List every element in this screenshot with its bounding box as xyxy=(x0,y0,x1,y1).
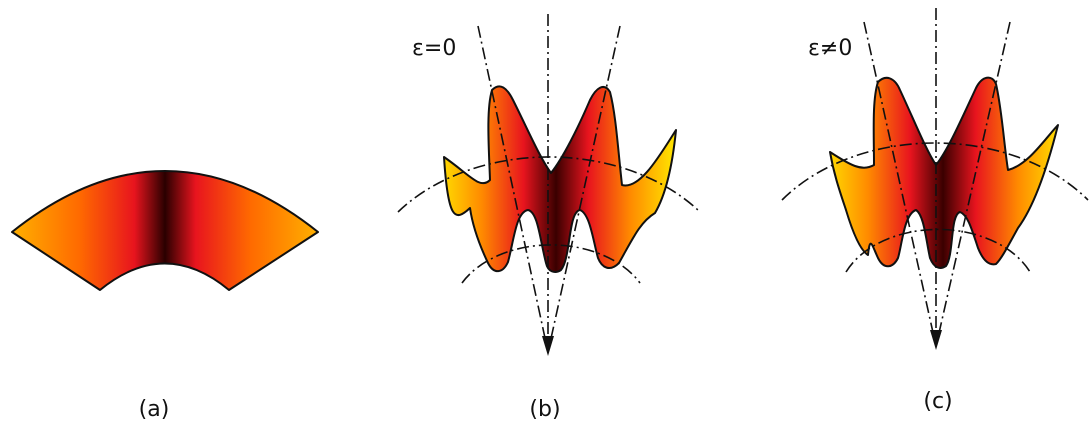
arrow-head-b xyxy=(542,336,554,356)
inner-arc-b xyxy=(461,244,641,284)
outer-arc-b xyxy=(397,156,701,213)
construction-lines-b xyxy=(397,14,701,353)
panel-c-caption: (c) xyxy=(923,389,952,414)
construction-lines-c xyxy=(781,8,1089,347)
outer-arc-c xyxy=(781,142,1089,201)
panel-a: (a) xyxy=(11,170,319,422)
panel-b: ε=0 (b) xyxy=(397,14,701,422)
ray-left-c xyxy=(863,21,937,347)
deformed-sector-shape-b xyxy=(443,85,677,273)
ray-left-b xyxy=(477,25,549,353)
deformed-sector-shape-c xyxy=(829,76,1059,269)
annular-sector-shape xyxy=(11,170,319,291)
panel-c: ε≠0 (c) xyxy=(781,8,1089,414)
panel-b-annotation: ε=0 xyxy=(412,36,456,61)
ray-right-b xyxy=(547,25,621,353)
ray-right-c xyxy=(935,21,1011,347)
panel-a-caption: (a) xyxy=(139,397,170,422)
arrow-head-c xyxy=(930,330,942,350)
panel-c-annotation: ε≠0 xyxy=(808,36,852,61)
panel-b-caption: (b) xyxy=(529,397,560,422)
inner-arc-c xyxy=(845,228,1031,273)
